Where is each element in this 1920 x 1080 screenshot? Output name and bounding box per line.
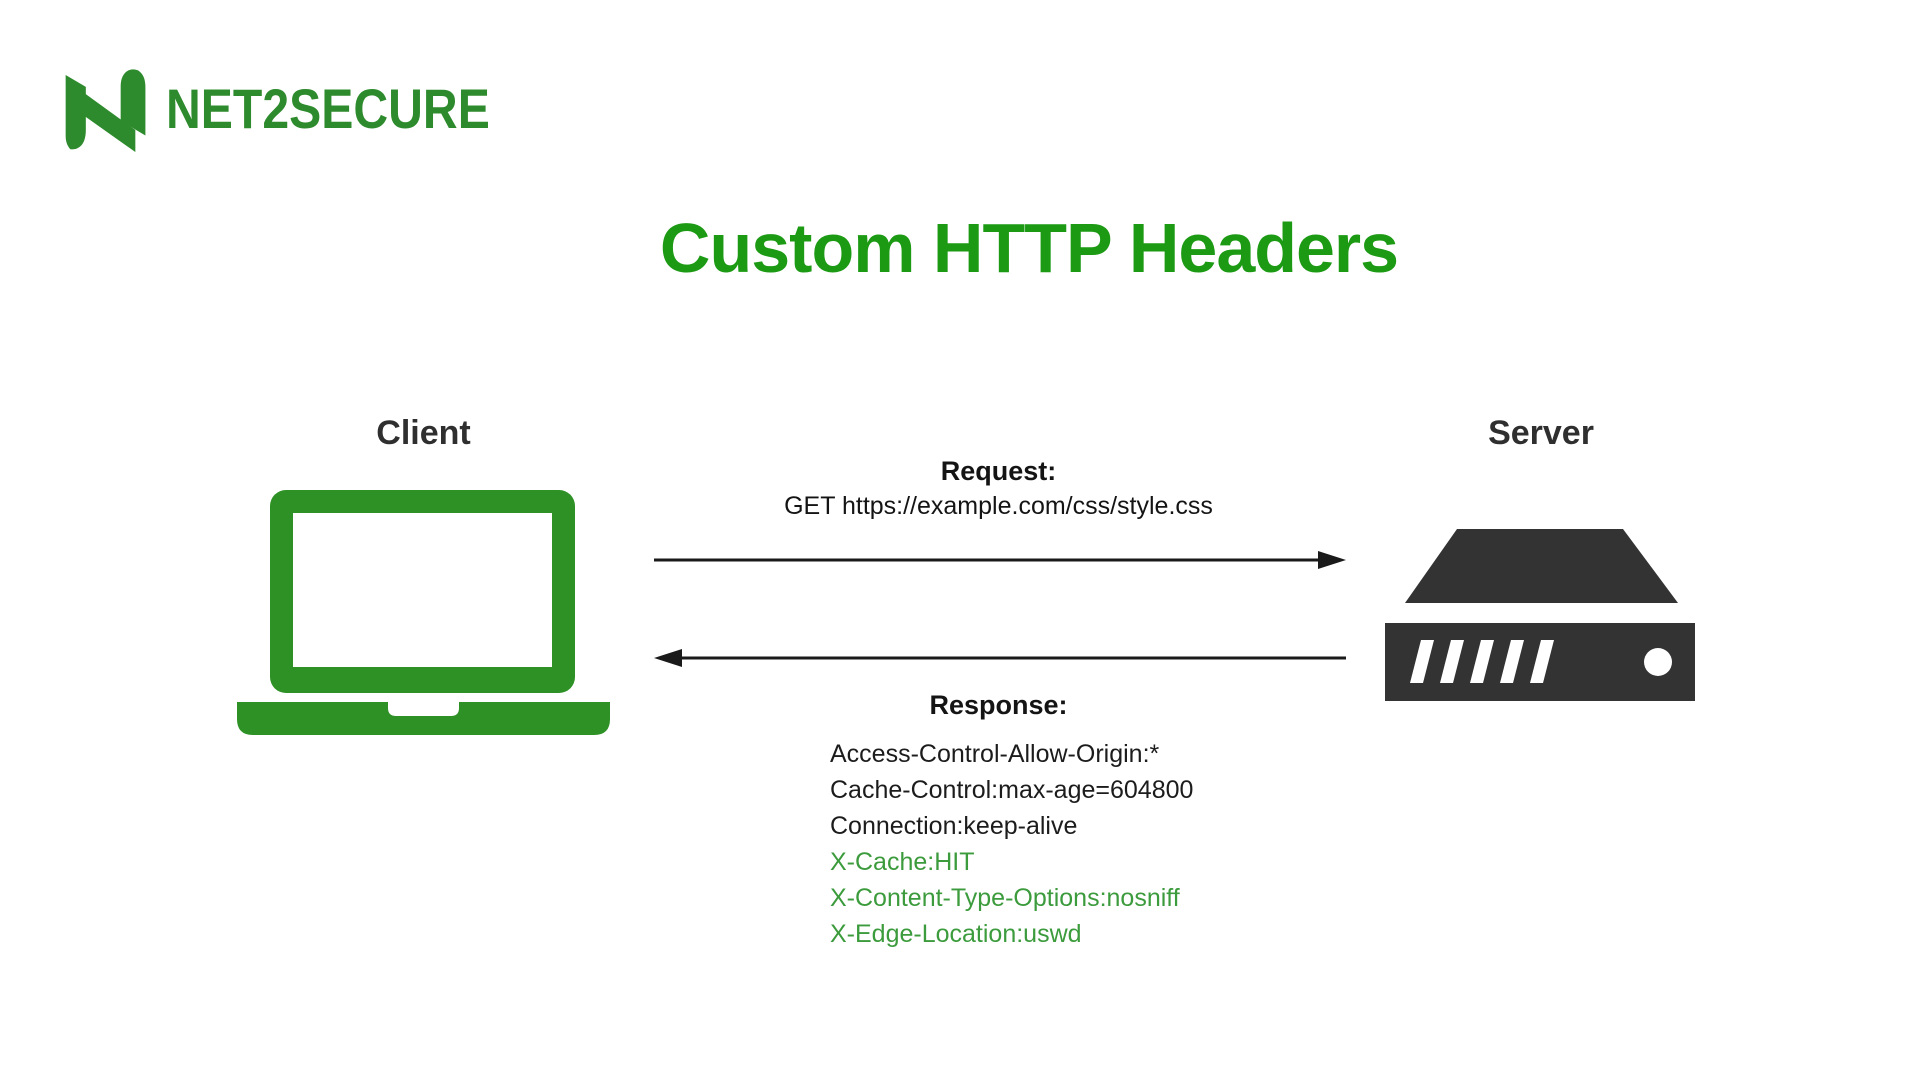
server-icon	[1385, 529, 1695, 701]
response-header-custom: X-Content-Type-Options:nosniff	[830, 884, 1180, 912]
brand-name: NET2SECURE	[166, 76, 490, 140]
page-title: Custom HTTP Headers	[659, 209, 1399, 287]
response-arrow-left-icon	[654, 649, 1346, 667]
brand: NET2SECURE	[60, 64, 543, 152]
response-label: Response:	[929, 690, 1068, 720]
response-header: Connection:keep-alive	[830, 812, 1078, 840]
response-header-custom: X-Cache:HIT	[830, 848, 975, 876]
server-label: Server	[1488, 414, 1594, 452]
client-label: Client	[376, 414, 471, 452]
n-leaf-logo-icon	[65, 69, 146, 152]
request-label: Request:	[940, 456, 1057, 486]
response-header-custom: X-Edge-Location:uswd	[830, 920, 1082, 948]
response-header: Access-Control-Allow-Origin:*	[830, 740, 1160, 768]
response-header: Cache-Control:max-age=604800	[830, 776, 1194, 804]
request-arrow-right-icon	[654, 551, 1346, 569]
laptop-icon	[237, 490, 610, 735]
response-headers-list: Access-Control-Allow-Origin:* Cache-Cont…	[830, 736, 1193, 952]
request-detail: GET https://example.com/css/style.css	[784, 492, 1213, 520]
